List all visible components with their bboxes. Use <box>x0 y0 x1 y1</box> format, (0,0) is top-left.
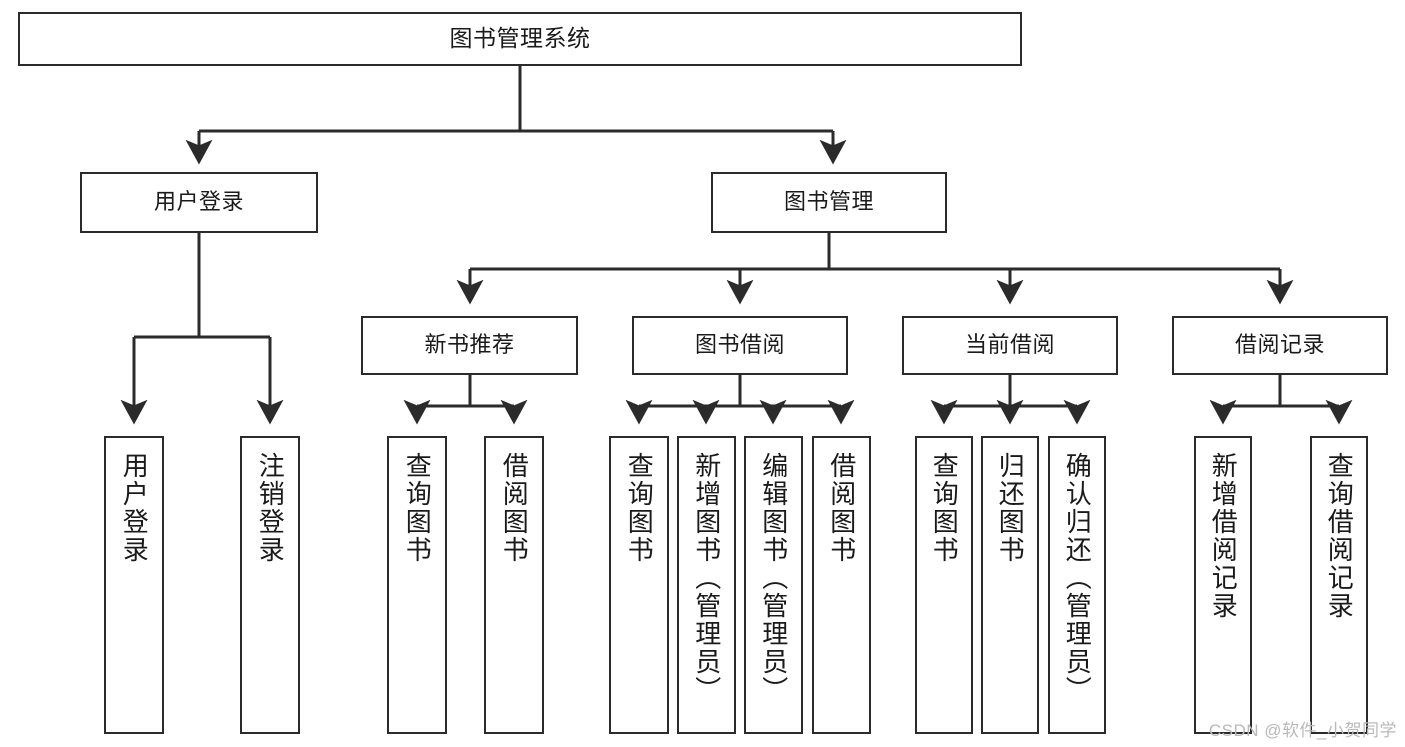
leaf-add-book[interactable]: 新增图书（管理员） <box>677 436 736 734</box>
node-current-borrow[interactable]: 当前借阅 <box>902 316 1118 375</box>
leaf-borrow-book-1[interactable]: 借阅图书 <box>484 436 544 734</box>
node-book-manage-label: 图书管理 <box>783 189 874 215</box>
leaf-query-book-1-label: 查询图书 <box>402 452 433 564</box>
leaf-borrow-book-2-label: 借阅图书 <box>826 452 857 564</box>
node-user-login[interactable]: 用户登录 <box>80 172 318 233</box>
node-borrow-record[interactable]: 借阅记录 <box>1172 316 1388 375</box>
leaf-query-book-3-label: 查询图书 <box>929 452 960 564</box>
leaf-query-book-3[interactable]: 查询图书 <box>915 436 973 734</box>
leaf-borrow-book-2[interactable]: 借阅图书 <box>812 436 871 734</box>
node-book-manage[interactable]: 图书管理 <box>711 172 947 233</box>
leaf-query-book-1[interactable]: 查询图书 <box>387 436 447 734</box>
node-user-login-label: 用户登录 <box>153 189 244 215</box>
leaf-query-record-label: 查询借阅记录 <box>1324 452 1355 620</box>
leaf-return-book-label: 归还图书 <box>995 452 1026 564</box>
leaf-add-book-label: 新增图书（管理员） <box>691 452 722 704</box>
leaf-confirm-return-label: 确认归还（管理员） <box>1062 452 1093 704</box>
node-new-book-recommend[interactable]: 新书推荐 <box>361 316 578 375</box>
leaf-user-login[interactable]: 用户登录 <box>104 436 164 734</box>
node-borrow-record-label: 借阅记录 <box>1234 332 1325 358</box>
leaf-return-book[interactable]: 归还图书 <box>981 436 1039 734</box>
leaf-logout-label: 注销登录 <box>255 452 286 564</box>
leaf-edit-book[interactable]: 编辑图书（管理员） <box>744 436 803 734</box>
leaf-edit-book-label: 编辑图书（管理员） <box>758 452 789 704</box>
node-book-borrow-label: 图书借阅 <box>694 332 785 358</box>
leaf-add-record-label: 新增借阅记录 <box>1208 452 1239 620</box>
leaf-logout[interactable]: 注销登录 <box>240 436 300 734</box>
leaf-borrow-book-1-label: 借阅图书 <box>499 452 530 564</box>
node-new-book-recommend-label: 新书推荐 <box>424 332 515 358</box>
leaf-query-book-2[interactable]: 查询图书 <box>609 436 669 734</box>
node-root[interactable]: 图书管理系统 <box>18 12 1022 66</box>
leaf-user-login-label: 用户登录 <box>119 452 150 564</box>
node-book-borrow[interactable]: 图书借阅 <box>632 316 848 375</box>
leaf-query-book-2-label: 查询图书 <box>624 452 655 564</box>
node-root-label: 图书管理系统 <box>449 25 591 52</box>
watermark: CSDN @软件_小贺同学 <box>1208 721 1397 740</box>
leaf-confirm-return[interactable]: 确认归还（管理员） <box>1048 436 1106 734</box>
leaf-add-record[interactable]: 新增借阅记录 <box>1194 436 1252 734</box>
leaf-query-record[interactable]: 查询借阅记录 <box>1310 436 1368 734</box>
node-current-borrow-label: 当前借阅 <box>964 332 1055 358</box>
